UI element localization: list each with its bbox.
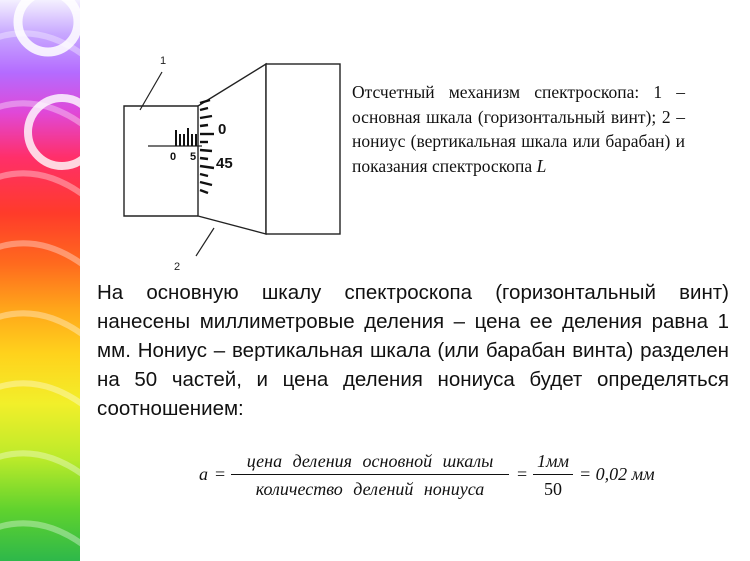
- main-scale-five: 5: [190, 151, 196, 163]
- rainbow-decoration: [0, 0, 82, 561]
- drum-45: 45: [216, 155, 233, 172]
- formula-lhs: a: [199, 464, 208, 484]
- formula-denominator-2: 50: [544, 479, 562, 499]
- caption-text: Отсчетный механизм спектроскопа: 1 – осн…: [352, 82, 685, 176]
- callout-1-label: 1: [160, 55, 166, 67]
- callout-2-label: 2: [174, 261, 180, 273]
- fraction-bar: [231, 474, 509, 475]
- body-paragraph: На основную шкалу спектроскопа (горизонт…: [97, 281, 729, 420]
- formula-numerator-2: 1мм: [537, 451, 569, 471]
- formula-result: = 0,02 мм: [579, 464, 655, 484]
- formula-denominator: количество делений нониуса: [255, 479, 485, 499]
- fraction-bar-2: [533, 474, 573, 475]
- micrometer-diagram: 1 2 0 5 0 45: [110, 48, 350, 283]
- formula-numerator: цена деления основной шкалы: [246, 451, 494, 471]
- drum-zero: 0: [218, 121, 226, 138]
- caption-symbol: L: [536, 155, 547, 176]
- formula-equals-2: =: [517, 464, 528, 484]
- diagram-caption: Отсчетный механизм спектроскопа: 1 – осн…: [352, 80, 685, 178]
- formula-equals: =: [215, 464, 226, 484]
- formula: a = цена деления основной шкалы количест…: [195, 448, 665, 506]
- main-scale-zero: 0: [170, 151, 176, 163]
